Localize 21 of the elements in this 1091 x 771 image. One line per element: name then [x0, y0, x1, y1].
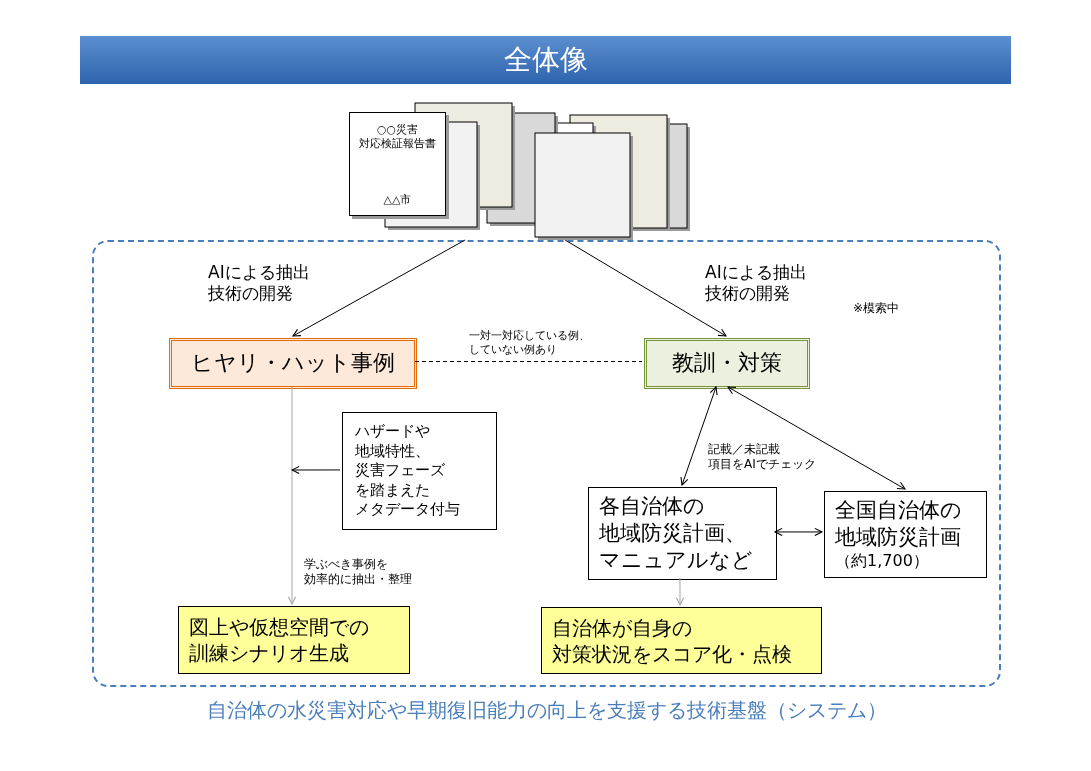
note-box: ハザードや地域特性、災害フェーズを踏まえたメタデータ付与 [342, 412, 497, 530]
arrow [564, 239, 727, 337]
report-document: ○○災害対応検証報告書 △△市 [349, 112, 446, 216]
arrow [292, 239, 466, 337]
edge-label: 学ぶべき事例を効率的に抽出・整理 [302, 557, 414, 587]
arrow [291, 465, 341, 475]
process-box: 各自治体の地域防災計画、マニュアルなど [588, 487, 777, 580]
arrow [675, 577, 685, 606]
arrow [727, 386, 906, 490]
edge-label: AIによる抽出技術の開発 [705, 262, 807, 305]
result-box: 自治体が自身の対策状況をスコア化・点検 [541, 607, 822, 674]
category-box: 教訓・対策 [644, 338, 810, 389]
process-box: 全国自治体の地域防災計画 （約1,700） [824, 491, 987, 578]
title-bar: 全体像 [80, 36, 1011, 84]
edge-label: AIによる抽出技術の開発 [208, 262, 310, 305]
frame-caption: 自治体の水災害対応や早期復旧能力の向上を支援する技術基盤（システム） [205, 697, 888, 724]
arrow [287, 386, 297, 605]
category-box: ヒヤリ・ハット事例 [169, 338, 417, 389]
arrow [774, 527, 823, 537]
arrow [680, 386, 718, 486]
result-box: 図上や仮想空間での訓練シナリオ生成 [178, 606, 410, 674]
